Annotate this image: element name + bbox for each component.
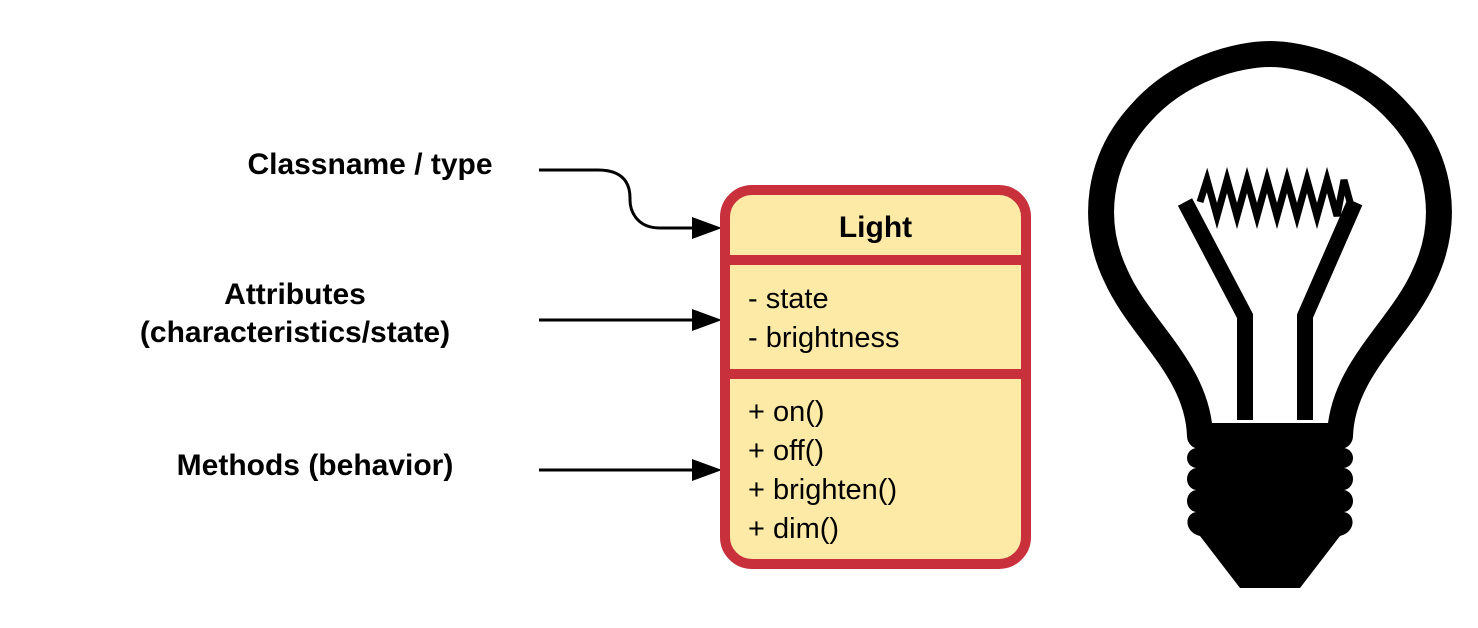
bulb-screw-base [1187, 440, 1353, 588]
attribute-item: - brightness [748, 322, 900, 354]
method-item: + brighten() [748, 474, 898, 506]
uml-class-header: Light [730, 195, 1021, 265]
attributes-label: Attributes (characteristics/state) [90, 276, 500, 352]
classname-label: Classname / type [247, 148, 493, 181]
method-item: + dim() [748, 513, 840, 545]
attribute-item: - state [748, 283, 829, 315]
uml-methods-section: + on() + off() + brighten() + dim() [730, 379, 1021, 549]
uml-attributes-section: - state - brightness [730, 265, 1021, 379]
attributes-arrowhead [692, 309, 722, 331]
light-bulb-icon [1088, 41, 1452, 588]
method-item: + on() [748, 396, 825, 428]
methods-arrowhead [692, 459, 722, 481]
classname-arrowhead [692, 217, 722, 239]
classname-arrow-line [539, 168, 696, 230]
method-item: + off() [748, 435, 825, 467]
uml-class-box: Light - state - brightness + on() + off(… [720, 185, 1031, 569]
bulb-glass-outline [1088, 41, 1452, 449]
attributes-label-line1: Attributes [224, 278, 366, 311]
methods-label: Methods (behavior) [176, 449, 454, 482]
attributes-label-line2: (characteristics/state) [139, 316, 451, 349]
bulb-support-wire-right [1297, 198, 1363, 420]
bulb-filament-zigzag [1196, 166, 1354, 230]
class-name: Light [838, 211, 913, 244]
bulb-support-wire-left [1177, 198, 1253, 420]
